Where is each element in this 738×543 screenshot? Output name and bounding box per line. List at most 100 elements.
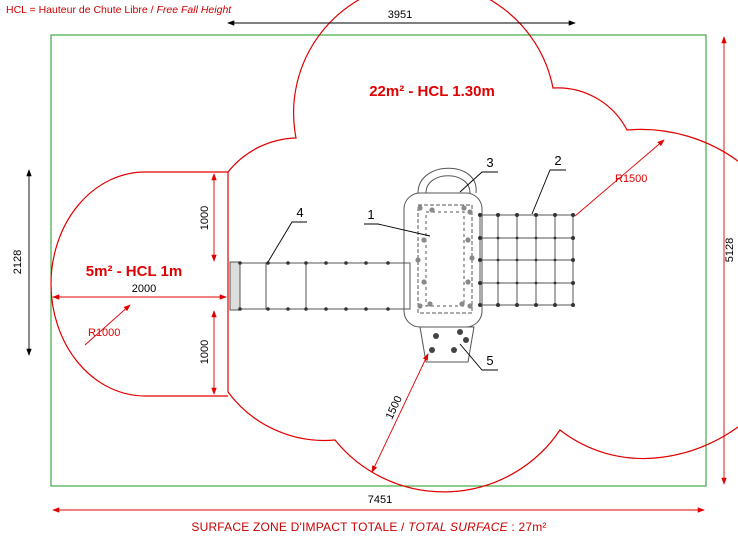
slide-run-label: 2000 — [132, 283, 156, 295]
bolt-marker — [417, 303, 423, 309]
bolt-marker — [421, 237, 427, 243]
lower-platform — [419, 326, 475, 363]
total-value: : 27m² — [507, 520, 547, 534]
bolt-marker — [553, 303, 557, 307]
radius-large-label: R1500 — [615, 173, 647, 185]
bolt-marker — [286, 307, 290, 311]
bolt-marker — [386, 307, 390, 311]
bolt-marker — [459, 301, 465, 307]
slide — [229, 261, 411, 311]
site-border — [50, 34, 707, 487]
bolt-marker — [238, 307, 242, 311]
bolt-marker — [534, 258, 538, 262]
bolt-marker — [515, 213, 519, 217]
left-height-label: 2128 — [12, 250, 24, 274]
callout-3: 3 — [486, 155, 493, 170]
bottom-width-label: 7451 — [368, 494, 392, 506]
bolt-marker — [427, 301, 433, 307]
bolt-marker — [515, 281, 519, 285]
bolt-marker — [324, 261, 328, 265]
bolt-marker — [386, 261, 390, 265]
bolt-marker — [467, 209, 473, 215]
callout-2: 2 — [554, 153, 561, 168]
bolt-marker — [496, 303, 500, 307]
bolt-marker — [463, 337, 469, 343]
bolt-marker — [571, 281, 575, 285]
radius-small-label: R1000 — [88, 327, 120, 339]
bolt-marker — [304, 261, 308, 265]
bolt-marker — [478, 281, 482, 285]
callout-leaders — [267, 169, 566, 371]
bolt-marker — [469, 255, 475, 261]
callout-4: 4 — [296, 205, 303, 220]
climbing-net — [479, 214, 574, 306]
bolt-marker — [515, 258, 519, 262]
bolt-marker — [534, 281, 538, 285]
hcl-legend: HCL = Hauteur de Chute Libre / Free Fall… — [6, 4, 231, 16]
slide-impact-zone — [50, 171, 228, 397]
main-impact-zone — [227, 0, 738, 493]
bolt-marker — [553, 236, 557, 240]
slide-zone-label: 5m² - HCL 1m — [86, 263, 182, 280]
bolt-marker — [286, 261, 290, 265]
bolt-marker — [417, 205, 423, 211]
bolt-marker — [515, 236, 519, 240]
bolt-marker — [238, 261, 242, 265]
bolt-marker — [571, 213, 575, 217]
legend-text-italic: Free Fall Height — [156, 4, 232, 16]
bolt-marker — [496, 236, 500, 240]
bolt-marker — [478, 213, 482, 217]
bolt-marker — [478, 236, 482, 240]
bolt-marker — [344, 261, 348, 265]
bolt-marker — [457, 329, 463, 335]
bolt-marker — [467, 303, 473, 309]
bolt-marker — [571, 236, 575, 240]
bolt-marker — [478, 303, 482, 307]
bolt-marker — [534, 303, 538, 307]
main-zone-label: 22m² - HCL 1.30m — [369, 83, 495, 100]
total-text-italic: TOTAL SURFACE — [408, 520, 508, 534]
arch — [417, 167, 477, 194]
top-width-label: 3951 — [388, 9, 412, 21]
bolt-marker — [266, 261, 270, 265]
hardware-markers — [238, 205, 575, 353]
slide-lower-label: 1000 — [199, 340, 211, 364]
bolt-marker — [304, 307, 308, 311]
bolt-marker — [451, 347, 457, 353]
bolt-marker — [553, 281, 557, 285]
bolt-marker — [553, 258, 557, 262]
bolt-marker — [415, 257, 421, 263]
bolt-marker — [433, 333, 439, 339]
total-surface: SURFACE ZONE D'IMPACT TOTALE / TOTAL SUR… — [0, 520, 738, 534]
bolt-marker — [534, 236, 538, 240]
bolt-marker — [465, 237, 471, 243]
bolt-marker — [344, 307, 348, 311]
bolt-marker — [515, 303, 519, 307]
impact-dimensions — [52, 36, 727, 513]
bolt-marker — [324, 307, 328, 311]
diagonal-offset-label: 1500 — [384, 394, 405, 421]
right-height-label: 5128 — [724, 238, 736, 262]
bolt-marker — [496, 281, 500, 285]
callout-5: 5 — [486, 353, 493, 368]
bolt-marker — [553, 213, 557, 217]
bolt-marker — [571, 303, 575, 307]
bolt-marker — [429, 207, 435, 213]
bolt-marker — [421, 279, 427, 285]
bolt-marker — [496, 258, 500, 262]
bolt-marker — [496, 213, 500, 217]
bolt-marker — [461, 205, 467, 211]
bolt-marker — [266, 307, 270, 311]
bolt-marker — [478, 258, 482, 262]
callout-1: 1 — [367, 207, 374, 222]
bolt-marker — [429, 347, 435, 353]
bolt-marker — [465, 279, 471, 285]
bolt-marker — [534, 213, 538, 217]
bolt-marker — [364, 307, 368, 311]
dimension-lines — [26, 20, 576, 356]
bolt-marker — [571, 258, 575, 262]
total-text: SURFACE ZONE D'IMPACT TOTALE / — [191, 520, 405, 534]
slide-upper-label: 1000 — [199, 206, 211, 230]
bolt-marker — [364, 261, 368, 265]
